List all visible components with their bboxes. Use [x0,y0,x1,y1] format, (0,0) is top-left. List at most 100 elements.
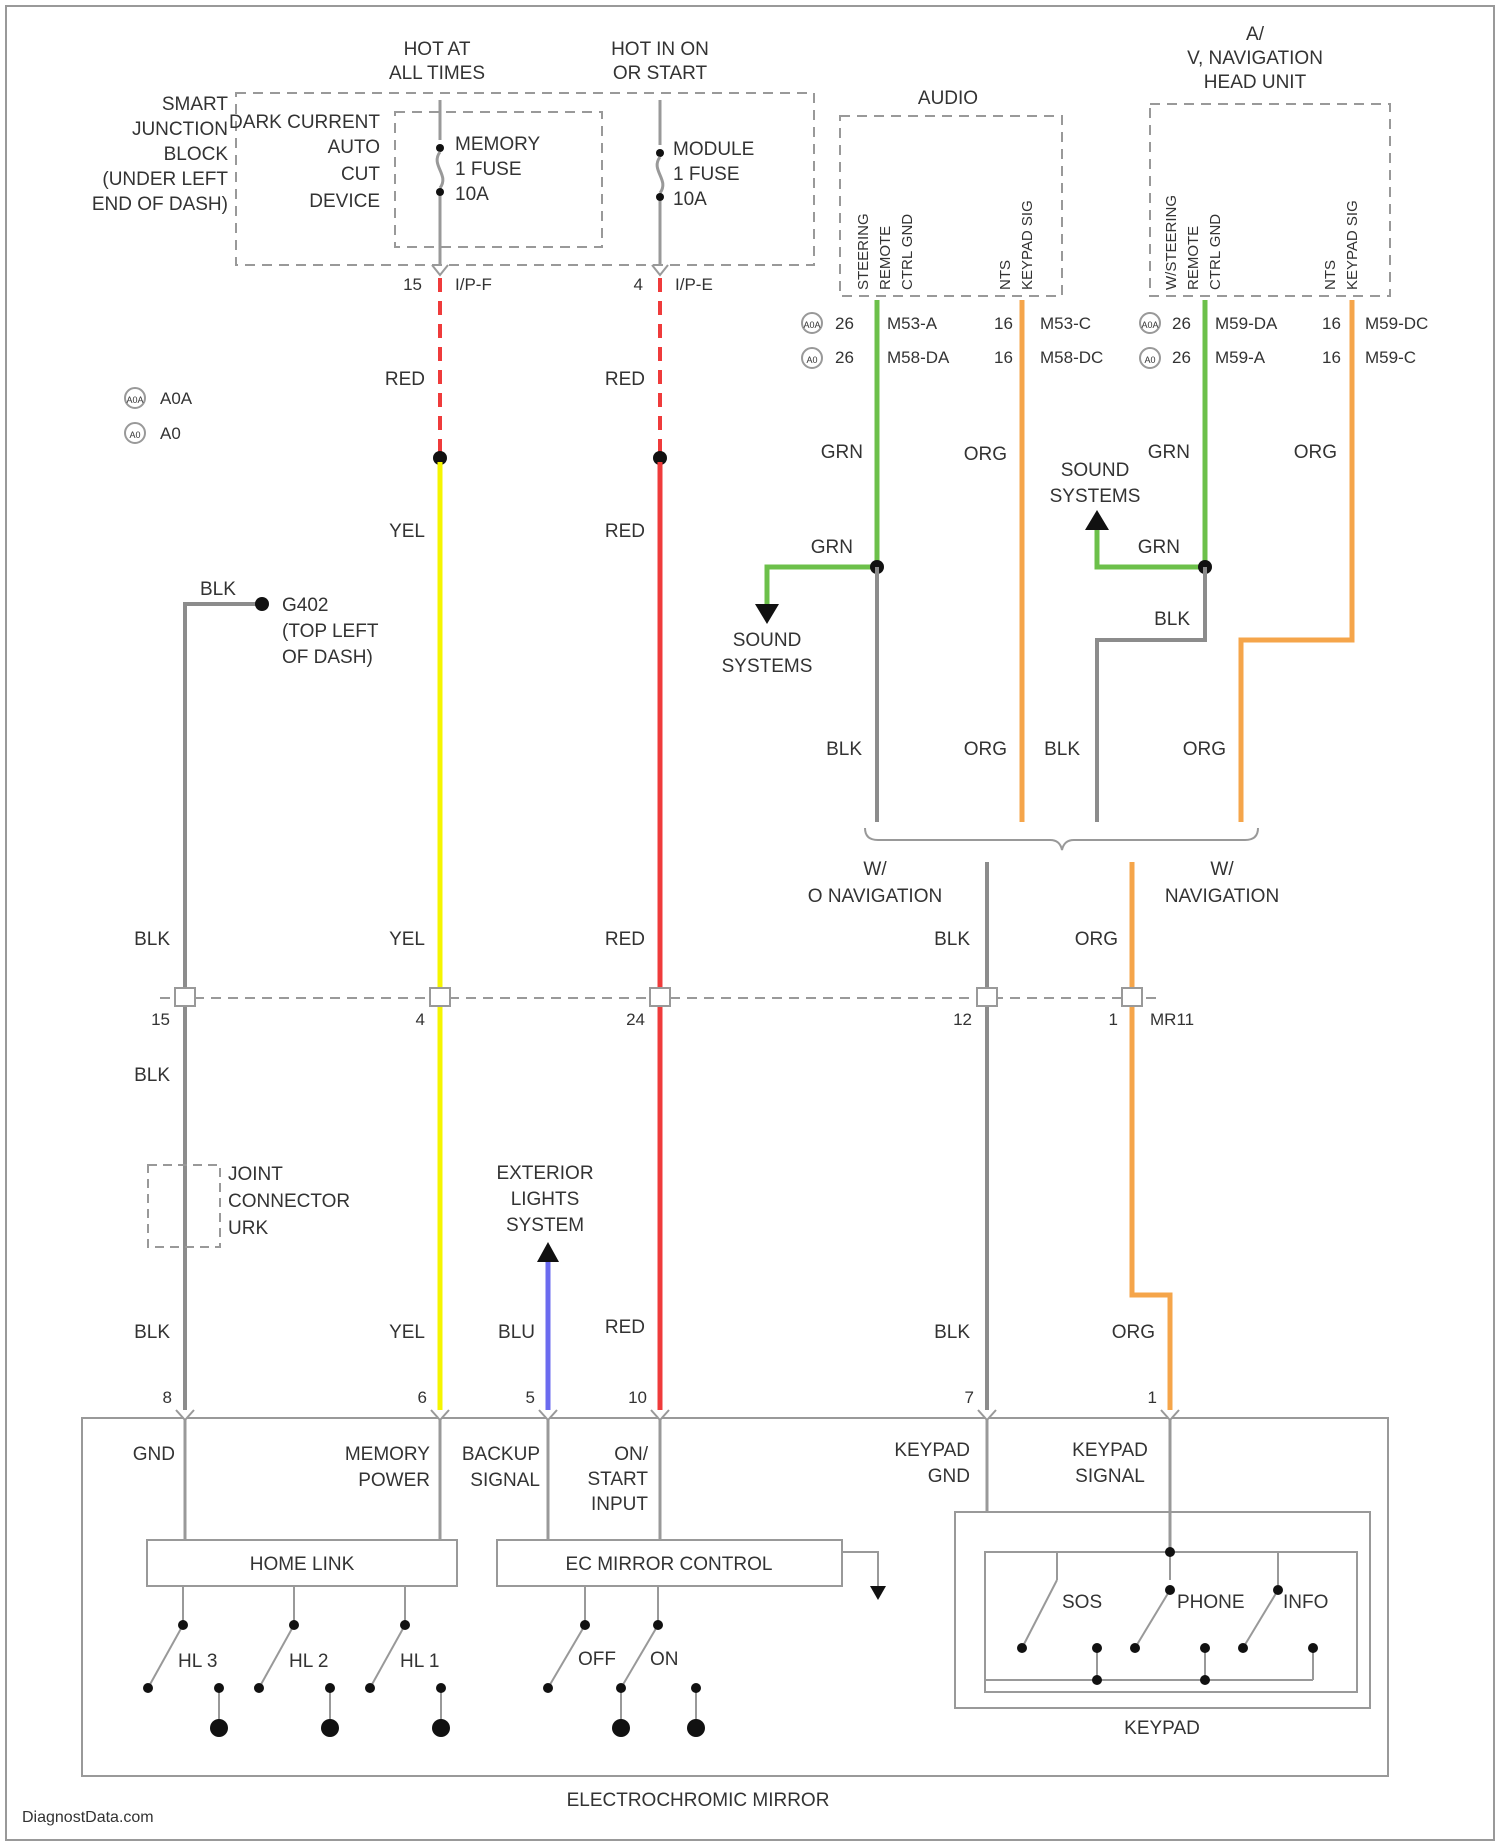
av-conn-row-1-conn-b: M59-DC [1365,314,1428,333]
wire-label-yel-2: YEL [389,929,425,950]
legend-2-ref: A0 [129,430,140,440]
av-conn-row-1-ref: A0A [1141,320,1158,330]
audio-conn-row-1-ref: A0A [803,320,820,330]
av-conn-row-2: A0 26 M59-A 16 M59-C [1140,348,1416,368]
wire-grn-audio-branch [767,567,877,604]
wire-label-grn-3: GRN [1148,442,1190,463]
hot-in-on-line2: OR START [613,63,708,84]
mirror-pin-1: 8 [163,1388,172,1407]
sjb-label-4: (UNDER LEFT [102,169,228,190]
audio-conn-row-1: A0A 26 M53-A 16 M53-C [802,313,1091,333]
joint-connector-3: URK [228,1218,268,1239]
inline-pin-2: 4 [416,1010,425,1029]
dark-current-1: DARK CURRENT [229,112,380,133]
audio-conn-row-2-conn-b: M58-DC [1040,348,1103,367]
av-conn-row-2-conn-b: M59-C [1365,348,1416,367]
exterior-lights-2: LIGHTS [511,1189,580,1210]
info-label: INFO [1283,1592,1328,1613]
wo-nav-1: W/ [863,859,887,880]
av-conn-row-1-conn-a: M59-DA [1215,314,1278,333]
av-pin-5: KEYPAD SIG [1344,200,1361,290]
wire-blk-av [1097,567,1205,822]
hot-at-all-times-line2: ALL TIMES [389,63,485,84]
av-pins: W/STEERING REMOTE CTRL GND NTS KEYPAD SI… [1163,195,1361,290]
audio-conn-row-2-pin-b: 16 [994,348,1013,367]
wire-label-blk-audio: BLK [826,739,862,760]
exterior-lights-1: EXTERIOR [496,1163,593,1184]
g402-2: (TOP LEFT [282,621,379,642]
wire-label-blk-av-2: BLK [1044,739,1080,760]
ec-switch-nodes [543,1620,705,1737]
av-conn-row-2-pin-a: 26 [1172,348,1191,367]
mirror-pin-3: 5 [526,1388,535,1407]
memory-fuse: MEMORY 1 FUSE 10A [436,100,540,265]
legend-1-text: A0A [160,389,193,408]
wire-label-yel-3: YEL [389,1322,425,1343]
wire-label-org-2: ORG [964,739,1007,760]
wire-label-blk-lower-1: BLK [934,929,970,950]
wo-nav-2: O NAVIGATION [808,886,942,907]
audio-conn-row-2-conn-a: M58-DA [887,348,950,367]
wire-label-red-4: RED [605,929,645,950]
pin-mid-conn: I/P-E [675,275,713,294]
legend-1-ref: A0A [126,395,143,405]
home-link-switch-nodes [143,1620,450,1737]
hot-in-on-line1: HOT IN ON [611,39,709,60]
mirror-gnd: GND [133,1444,175,1465]
wire-label-org-4: ORG [1183,739,1226,760]
phone-label: PHONE [1177,1592,1245,1613]
wire-label-org-1: ORG [964,444,1007,465]
av-conn-row-2-conn-a: M59-A [1215,348,1266,367]
mirror-title: ELECTROCHROMIC MIRROR [567,1790,830,1811]
hl3-label: HL 3 [178,1651,217,1672]
inline-pin-3: 24 [626,1010,645,1029]
wire-label-blk-5: BLK [934,1322,970,1343]
pin-left-conn: I/P-F [455,275,492,294]
wire-label-org-3: ORG [1294,442,1337,463]
wire-label-org-5: ORG [1112,1322,1155,1343]
wire-label-red-1: RED [385,369,425,390]
on-start-3: INPUT [591,1494,648,1515]
exterior-lights-3: SYSTEM [506,1215,584,1236]
mirror-pin-2: 6 [418,1388,427,1407]
wire-label-grn-4: GRN [1138,537,1180,558]
audio-pin-2: REMOTE [877,226,894,290]
sjb-label-5: END OF DASH) [92,194,228,215]
sjb-label-1: SMART [162,94,229,115]
wire-label-blu: BLU [498,1322,535,1343]
keypad-switches [985,1552,1313,1680]
av-pin-1: W/STEERING [1163,195,1180,290]
audio-pin-1: STEERING [855,213,872,290]
hl1-label: HL 1 [400,1651,439,1672]
sound-left-1: SOUND [733,630,802,651]
mirror-pin-6: 1 [1148,1388,1157,1407]
memory-power-2: POWER [358,1470,430,1491]
wire-label-blk-3: BLK [134,1065,170,1086]
ec-on-label: ON [650,1649,679,1670]
audio-conn-row-2-pin-a: 26 [835,348,854,367]
audio-conn-row-2-ref: A0 [806,355,817,365]
home-link-label: HOME LINK [250,1554,355,1575]
av-pin-4: NTS [1322,260,1339,290]
w-nav-1: W/ [1210,859,1234,880]
memory-fuse-2: 1 FUSE [455,159,522,180]
sos-label: SOS [1062,1592,1102,1613]
keypad-switch-nodes [1017,1547,1318,1685]
audio-conn-row-1-conn-b: M53-C [1040,314,1091,333]
sound-right-1: SOUND [1061,460,1130,481]
mirror-pin-5: 7 [965,1388,974,1407]
av-conn-row-2-ref: A0 [1144,355,1155,365]
audio-conn-row-1-pin-b: 16 [994,314,1013,333]
keypad-gnd-1: KEYPAD [894,1440,970,1461]
g402-1: G402 [282,595,328,616]
audio-conn-row-1-pin-a: 26 [835,314,854,333]
dark-current-3: CUT [341,164,380,185]
sound-left-2: SYSTEMS [722,656,813,677]
legend: A0A A0A A0 A0 [125,388,193,443]
pin-left-num: 15 [403,275,422,294]
inline-pin-1: 15 [151,1010,170,1029]
av-title-2: V, NAVIGATION [1187,48,1323,69]
wire-label-blk-g: BLK [200,579,236,600]
memory-fuse-1: MEMORY [455,134,540,155]
